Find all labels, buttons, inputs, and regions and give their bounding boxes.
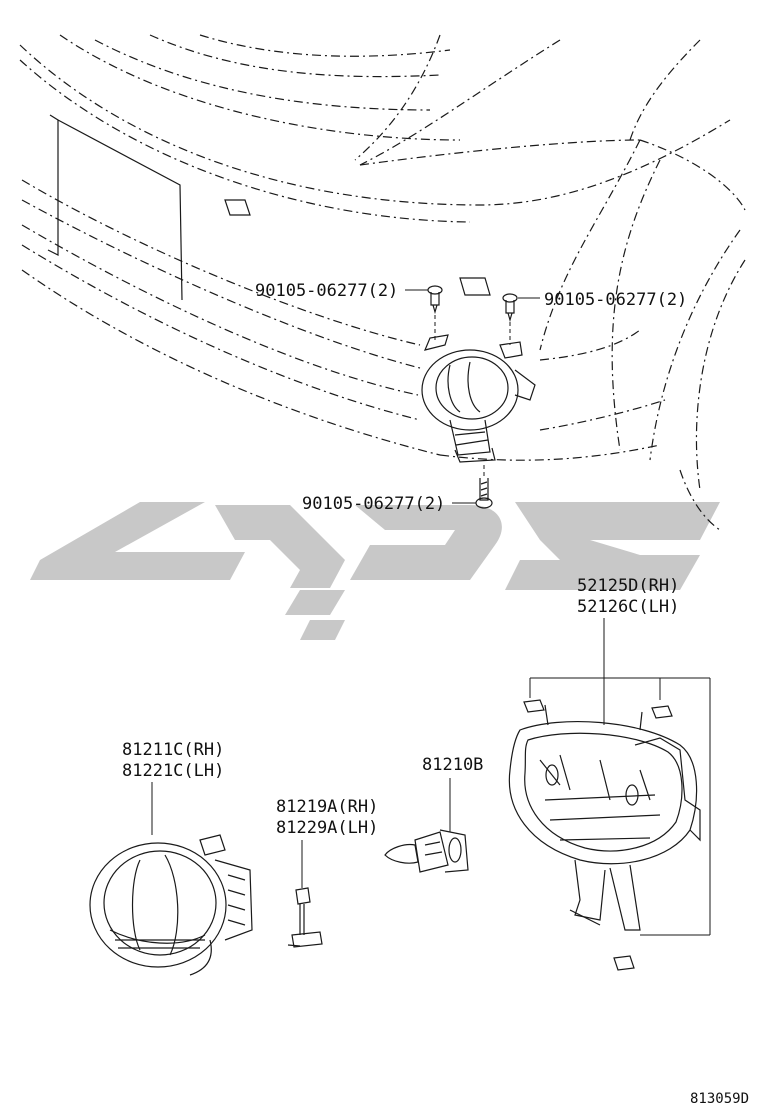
fog-lamp-installed bbox=[421, 334, 536, 463]
bolt-right-label: 90105-06277(2) bbox=[544, 290, 687, 310]
bolt-left-label: 90105-06277(2) bbox=[255, 281, 398, 301]
lamp-rh-label: 81211C(RH) bbox=[122, 740, 224, 760]
fog-lamp-unit bbox=[89, 834, 253, 976]
housing-leader-lines bbox=[529, 618, 711, 936]
car-bumper-outline bbox=[19, 34, 746, 531]
diagram-code: 813059D bbox=[690, 1091, 749, 1107]
bolt-icon bbox=[427, 285, 443, 315]
bolt-icon bbox=[502, 293, 518, 323]
socket-rh-label: 81219A(RH) bbox=[276, 797, 378, 817]
clip-icon bbox=[523, 699, 673, 971]
housing-rh-label: 52125D(RH) bbox=[577, 576, 679, 596]
bolt-icon bbox=[475, 478, 493, 509]
bulb-label: 81210B bbox=[422, 755, 483, 775]
watermark-logo bbox=[30, 502, 720, 640]
fog-lamp-housing bbox=[508, 704, 701, 931]
socket-lh-label: 81229A(LH) bbox=[276, 818, 378, 838]
bolt-bottom-label: 90105-06277(2) bbox=[302, 494, 445, 514]
housing-lh-label: 52126C(LH) bbox=[577, 597, 679, 617]
license-plate-area bbox=[47, 114, 491, 301]
leader-lines bbox=[405, 289, 540, 504]
bulb-icon bbox=[384, 829, 469, 873]
lamp-lh-label: 81221C(LH) bbox=[122, 761, 224, 781]
socket-wire bbox=[287, 887, 323, 948]
